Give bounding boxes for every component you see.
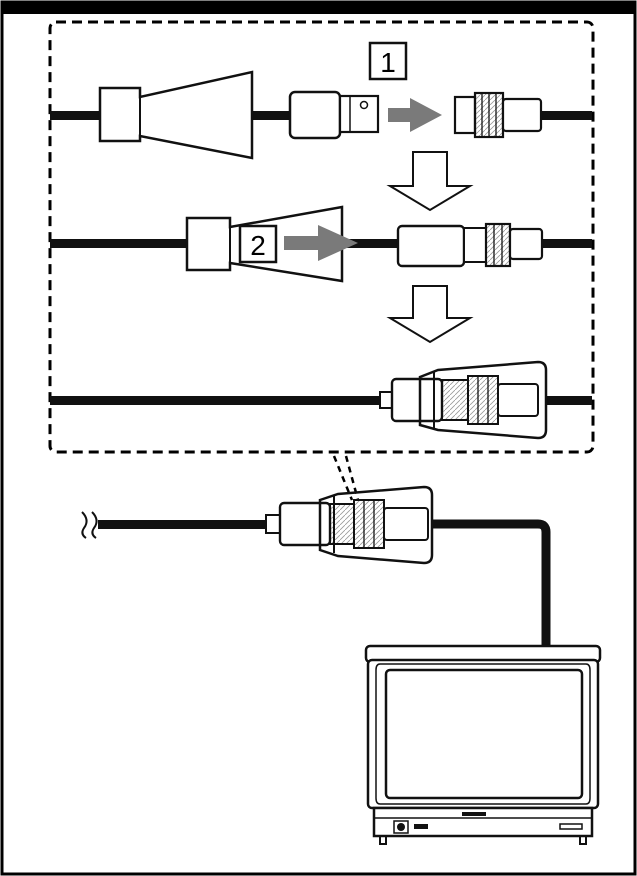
cable-right-row2 bbox=[540, 239, 592, 248]
cable-mid-row2 bbox=[340, 239, 400, 248]
down-arrow-icon bbox=[386, 151, 474, 212]
boot-cover-icon bbox=[318, 485, 434, 565]
monitor-screen bbox=[384, 668, 584, 800]
step-1-label: 1 bbox=[368, 41, 408, 81]
detail-dashed-box bbox=[48, 20, 595, 454]
bnc-connector-icon bbox=[453, 91, 543, 139]
bnc-connector-icon bbox=[396, 222, 544, 268]
cable-right-row3 bbox=[546, 396, 592, 405]
cable-right-row1 bbox=[540, 111, 592, 120]
row-2-assembly: 2 bbox=[50, 205, 592, 283]
cable-left-row1 bbox=[50, 111, 120, 120]
step-2-label: 2 bbox=[238, 224, 278, 264]
bnc-connector-icon bbox=[278, 499, 429, 549]
cable-left-row2 bbox=[50, 239, 190, 248]
installed-connector-assembly bbox=[81, 485, 551, 648]
boot-cover-icon bbox=[98, 70, 254, 160]
bnc-connector-icon bbox=[288, 90, 380, 140]
right-arrow-icon bbox=[284, 225, 358, 261]
detail-leader-line bbox=[332, 455, 354, 501]
row-1-assembly: 1 bbox=[50, 41, 592, 160]
cable-mid-row1 bbox=[252, 111, 294, 120]
monitor-cable bbox=[432, 519, 551, 648]
monitor-icon bbox=[364, 644, 602, 845]
row-3-assembly bbox=[50, 360, 592, 440]
right-arrow-icon bbox=[388, 98, 442, 132]
down-arrow-icon bbox=[386, 285, 474, 344]
cable-left-row3 bbox=[50, 396, 382, 405]
power-button-icon bbox=[397, 823, 405, 831]
top-band bbox=[2, 2, 635, 14]
cable-segment bbox=[98, 520, 268, 529]
boot-cover-icon bbox=[418, 360, 548, 440]
step-2-number: 2 bbox=[250, 230, 266, 261]
bnc-connector-icon bbox=[390, 375, 539, 425]
cable-break-mark bbox=[81, 511, 88, 539]
step-1-number: 1 bbox=[380, 47, 396, 78]
